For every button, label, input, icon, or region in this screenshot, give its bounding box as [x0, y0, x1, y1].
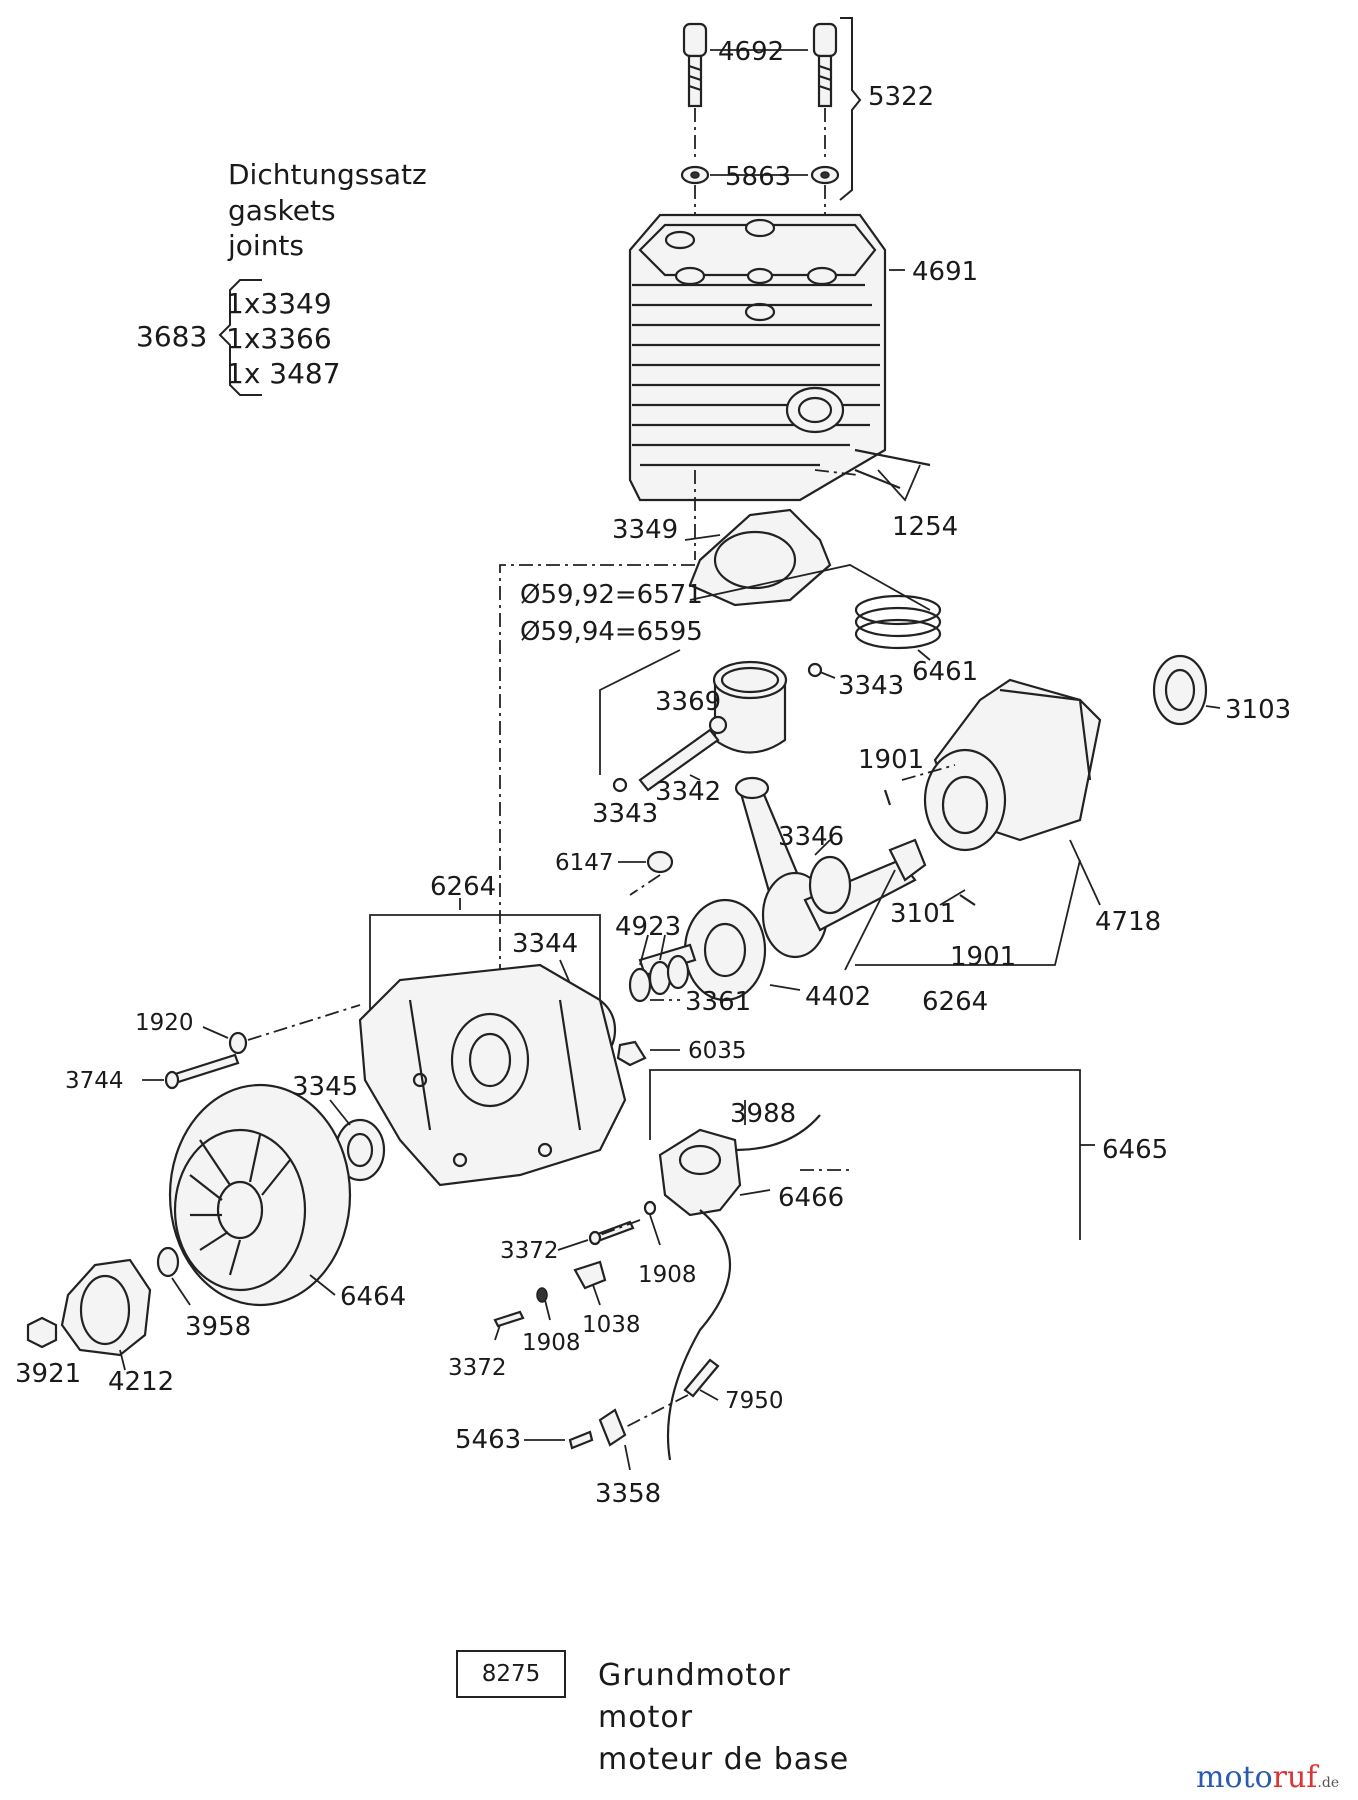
part-label: 3988: [730, 1099, 796, 1129]
gasket-kit-item: 1x3349: [226, 287, 332, 320]
part-label: 3344: [512, 929, 578, 959]
part-label: 3921: [15, 1359, 81, 1389]
washer-1908-b: [536, 1287, 548, 1303]
part-label: 3744: [65, 1068, 124, 1094]
part-label: 3343: [838, 671, 904, 701]
title-line-en: motor: [598, 1700, 694, 1735]
oil-seal-right: [1152, 654, 1208, 726]
diagram-number: 8275: [481, 1661, 541, 1687]
screw-3372-b: [493, 1310, 525, 1328]
part-label: 1908: [638, 1262, 697, 1288]
screw-3372-a: [588, 1220, 635, 1246]
part-label: 1038: [582, 1312, 641, 1338]
starter-hub: [60, 1258, 152, 1357]
part-label: 1920: [135, 1010, 194, 1036]
part-label: 6464: [340, 1282, 406, 1312]
gasket-kit-title-en: gaskets: [228, 194, 336, 227]
piston-pin: [638, 728, 720, 792]
part-label: 5463: [455, 1425, 521, 1455]
part-label: Ø59,94=6595: [520, 617, 703, 647]
clip-3358: [598, 1408, 627, 1447]
gasket-kit-number: 3683: [136, 320, 207, 353]
part-label: 6461: [912, 657, 978, 687]
part-label: 1901: [950, 942, 1016, 972]
cylinder-bolt-left: [682, 22, 708, 108]
washer-3958: [156, 1246, 180, 1278]
washer-1908-a: [643, 1200, 657, 1216]
part-label: 6264: [922, 987, 988, 1017]
crankcase-left: [358, 963, 627, 1187]
cylinder-gasket: [688, 508, 832, 607]
part-label: 3958: [185, 1312, 251, 1342]
part-label: 6035: [688, 1038, 747, 1064]
diagram-number-box: 8275: [456, 1650, 566, 1698]
ignition-coil: [658, 1114, 821, 1461]
washers-4923: [628, 954, 690, 1003]
part-label: Ø59,92=6571: [520, 580, 703, 610]
part-label: 5863: [725, 162, 791, 192]
gasket-kit-item: 1x 3487: [226, 357, 341, 390]
part-label: 4212: [108, 1367, 174, 1397]
title-line-fr: moteur de base: [598, 1742, 850, 1777]
gasket-kit-item: 1x3366: [226, 322, 332, 355]
part-label: 3343: [592, 799, 658, 829]
washer-1920: [228, 1031, 248, 1055]
part-label: 3101: [890, 899, 956, 929]
piston-rings: [854, 594, 942, 650]
part-label: 3372: [500, 1238, 559, 1264]
part-label: 6147: [555, 850, 614, 876]
part-label: 3345: [292, 1072, 358, 1102]
gasket-kit-title-fr: joints: [227, 229, 304, 262]
part-label: 4923: [615, 912, 681, 942]
cylinder-bolt-right: [812, 22, 838, 108]
title-line-de: Grundmotor: [598, 1658, 791, 1693]
part-label: 7950: [725, 1388, 784, 1414]
part-label: 6264: [430, 872, 496, 902]
gasket-kit-brace: [218, 279, 262, 396]
gasket-kit-title-de: Dichtungssatz: [228, 158, 427, 191]
crankcase-right: [923, 678, 1102, 852]
part-label: 3358: [595, 1479, 661, 1509]
part-label: 3103: [1225, 695, 1291, 725]
part-label: 6465: [1102, 1135, 1168, 1165]
part-label: 4692: [718, 37, 784, 67]
part-label: 3372: [448, 1355, 507, 1381]
part-label: 3369: [655, 687, 721, 717]
part-label: 4718: [1095, 907, 1161, 937]
part-label: 1908: [522, 1330, 581, 1356]
watermark-logo: motoruf.de: [1196, 1760, 1340, 1795]
part-label: 1254: [892, 512, 958, 542]
circlip-right: [807, 662, 823, 678]
clamp-1038: [573, 1260, 607, 1290]
part-label: 3346: [778, 822, 844, 852]
crankshaft: [638, 838, 927, 1002]
piston: [708, 660, 788, 754]
circlip-left: [612, 777, 628, 793]
part-label: 4691: [912, 257, 978, 287]
nut-3921: [26, 1316, 58, 1349]
oil-seal-3345: [334, 1118, 386, 1182]
part-label: 5322: [868, 82, 934, 112]
part-label: 3342: [655, 777, 721, 807]
part-label: 1901: [858, 745, 924, 775]
cylinder: [628, 213, 931, 502]
screw-7950: [683, 1358, 720, 1398]
bearing-6147: [646, 850, 674, 874]
part-label: 4402: [805, 982, 871, 1012]
part-label: 6466: [778, 1183, 844, 1213]
part-label: 3349: [612, 515, 678, 545]
bolt-3744: [164, 1053, 240, 1090]
screw-5463: [568, 1430, 594, 1450]
flywheel: [168, 1083, 352, 1307]
nut-6035: [616, 1040, 647, 1067]
part-label: 3361: [685, 987, 751, 1017]
